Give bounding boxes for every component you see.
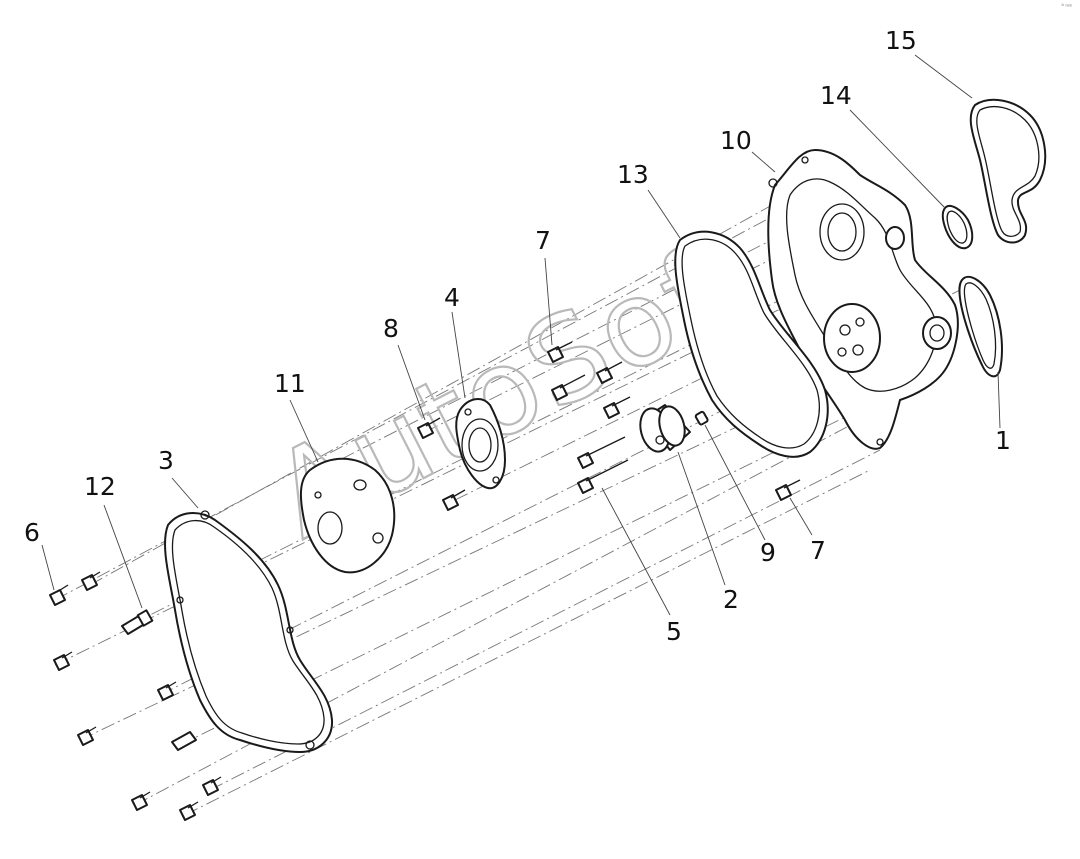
bolt-6a — [49, 584, 69, 606]
callout-10: 10 — [720, 126, 752, 155]
bolt-h — [179, 801, 199, 821]
callout-9: 9 — [760, 538, 776, 567]
bolt-d — [157, 681, 177, 701]
bolt-f — [202, 776, 222, 796]
callout-2: 2 — [723, 585, 739, 614]
part-14-gasket — [941, 204, 974, 250]
bolt-7d — [551, 374, 586, 401]
bolt-7a — [547, 341, 573, 363]
bolt-7e — [603, 396, 631, 419]
callout-12: 12 — [84, 472, 116, 501]
callout-1: 1 — [995, 426, 1011, 455]
callout-13: 13 — [617, 160, 649, 189]
callout-11: 11 — [274, 369, 306, 398]
part-4-flange — [455, 398, 506, 490]
callout-15: 15 — [885, 26, 917, 55]
bolt-7b — [775, 479, 801, 501]
callout-7-top: 7 — [535, 226, 551, 255]
bolt-5a — [577, 436, 626, 469]
bolt-c — [53, 651, 73, 671]
bolt-7c — [596, 361, 623, 384]
bolt-6b — [81, 571, 101, 591]
callout-5: 5 — [666, 617, 682, 646]
part-2-bushing — [639, 404, 691, 453]
callout-4: 4 — [444, 283, 460, 312]
bolt-g — [131, 791, 151, 811]
callout-6: 6 — [24, 518, 40, 547]
part-15-gasket — [969, 98, 1047, 244]
callout-14: 14 — [820, 81, 852, 110]
plug-lower — [171, 731, 197, 751]
bolt-e — [77, 726, 97, 746]
bolts — [49, 341, 801, 821]
bolt-8 — [417, 417, 441, 439]
part-9-pin — [694, 410, 709, 426]
part-13-gasket — [674, 230, 829, 458]
part-12-plug — [121, 609, 154, 635]
callout-8: 8 — [383, 314, 399, 343]
bolt-8b — [442, 489, 466, 511]
corner-mark: ª ⁿᵉᵉ — [1061, 4, 1072, 10]
bolt-5b — [577, 459, 629, 494]
part-3-cover — [164, 510, 334, 753]
callout-leaders — [41, 54, 1001, 616]
part-11-plate — [299, 457, 396, 574]
callout-7-bottom: 7 — [810, 536, 826, 565]
callout-3: 3 — [158, 446, 174, 475]
part-1-seal — [958, 275, 1003, 378]
